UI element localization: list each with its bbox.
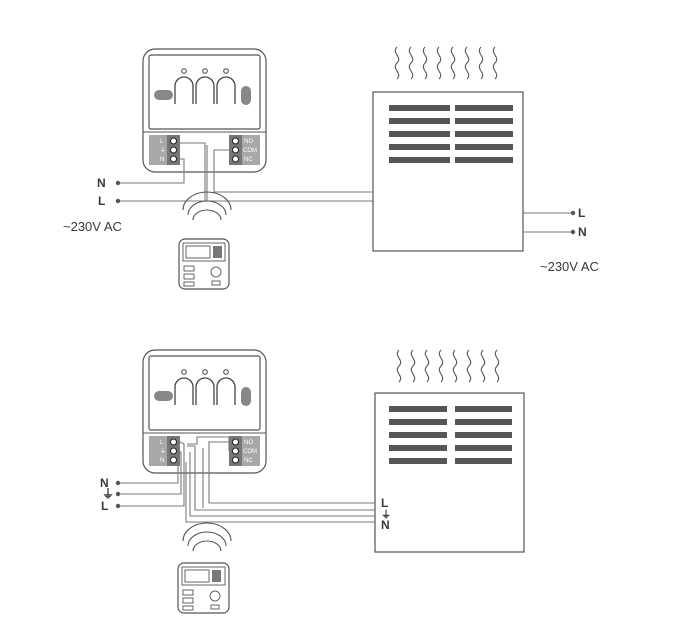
top-diagram: L ⏚ N NO COM NC <box>63 46 599 290</box>
terminal-n-label: N <box>160 458 164 464</box>
relay-module-bottom: L ⏚ N NO COM NC <box>142 349 267 474</box>
remote-top <box>178 191 232 290</box>
top-supply-left: N L ~230V AC <box>63 176 122 234</box>
relay-module-top: L ⏚ N NO COM NC <box>142 48 267 173</box>
heat-waves-icon <box>394 46 498 80</box>
heater-l-label: L <box>578 206 585 220</box>
heater-n-label: N <box>578 225 587 239</box>
module-switch-icon <box>241 387 251 406</box>
supply-n-label: N <box>97 176 106 190</box>
top-supply-right: L N ~230V AC <box>540 206 599 274</box>
heat-waves-icon <box>396 349 500 383</box>
terminal-no-label: NO <box>244 440 253 446</box>
heater-terminal-n-label: N <box>381 518 390 532</box>
bottom-diagram: L ⏚ N NO COM NC <box>100 349 525 614</box>
module-buttons <box>174 68 236 104</box>
terminal-no-label: NO <box>244 139 253 145</box>
terminal-pe-label: ⏚ <box>160 147 166 154</box>
terminal-nc-label: NC <box>244 157 253 163</box>
top-wires <box>119 140 573 233</box>
module-buttons <box>174 369 236 405</box>
module-led-icon <box>154 391 173 401</box>
heater-top <box>372 46 524 252</box>
module-switch-icon <box>241 86 251 105</box>
terminal-l-label: L <box>160 139 164 145</box>
heater-bottom: L ⏚ N <box>374 349 525 553</box>
heater-terminal-pe-label: ⏚ <box>381 509 391 521</box>
terminal-com-label: COM <box>243 449 257 455</box>
remote-bottom <box>177 522 232 614</box>
supply-pe-label: ⏚ <box>102 487 114 501</box>
terminal-l-label: L <box>160 440 164 446</box>
bottom-supply-left: N ⏚ L <box>100 476 121 513</box>
supply-l-label: L <box>101 499 108 513</box>
terminal-pe-label: ⏚ <box>160 448 166 455</box>
heater-voltage-label: ~230V AC <box>540 259 599 274</box>
supply-n-label: N <box>100 476 109 490</box>
supply-l-label: L <box>98 194 105 208</box>
bottom-wires <box>119 436 376 523</box>
terminal-nc-label: NC <box>244 458 253 464</box>
supply-voltage-label: ~230V AC <box>63 219 122 234</box>
heater-terminal-l-label: L <box>381 496 388 510</box>
terminal-n-label: N <box>160 157 164 163</box>
module-led-icon <box>154 90 173 100</box>
terminal-com-label: COM <box>243 148 257 154</box>
